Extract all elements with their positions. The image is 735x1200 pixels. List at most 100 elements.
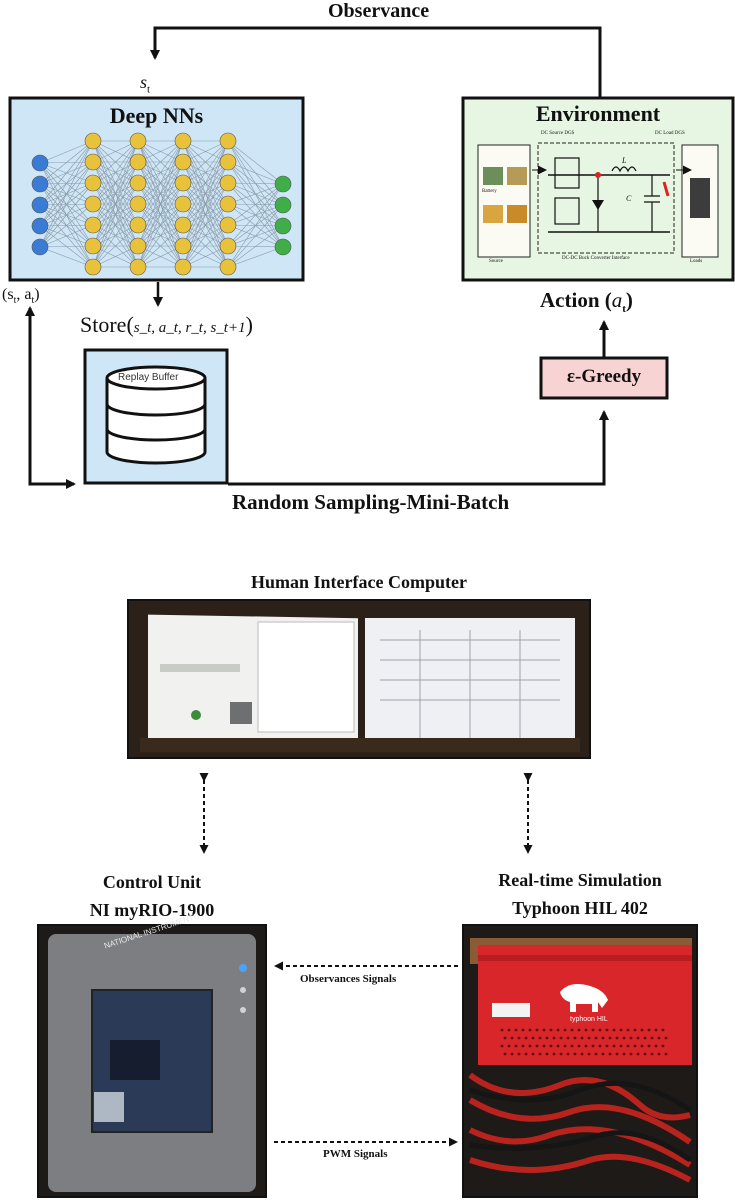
pwm-signal-label: PWM Signals: [323, 1148, 388, 1160]
nn-edge: [39, 140, 94, 206]
vent-hole: [549, 1028, 553, 1032]
vent-hole: [570, 1028, 574, 1032]
vent-hole: [664, 1052, 668, 1056]
vent-hole: [633, 1028, 637, 1032]
nn-edge: [39, 140, 94, 248]
observance-arrow: [150, 26, 602, 98]
vent-hole: [559, 1052, 563, 1056]
vent-hole: [664, 1036, 668, 1040]
nn-edge: [39, 161, 94, 248]
vent-hole: [650, 1052, 654, 1056]
simulation-model: Typhoon HIL 402: [512, 898, 648, 918]
vent-hole: [619, 1044, 623, 1048]
nn-edge: [92, 203, 139, 268]
vent-hole: [517, 1052, 521, 1056]
vent-hole: [580, 1052, 584, 1056]
nn-edge: [39, 140, 94, 185]
vent-hole: [556, 1044, 560, 1048]
replay-buffer-label: Replay Buffer: [118, 372, 179, 383]
vent-hole: [612, 1044, 616, 1048]
vent-hole: [528, 1044, 532, 1048]
vent-hole: [587, 1052, 591, 1056]
nn-node: [31, 154, 49, 172]
nn-edge: [39, 245, 94, 248]
nn-node: [84, 237, 102, 255]
sample-feedback-arrow: [25, 306, 72, 486]
vent-hole: [556, 1028, 560, 1032]
vent-hole: [566, 1036, 570, 1040]
nn-edge: [92, 224, 139, 268]
nn-node: [84, 258, 102, 276]
vent-hole: [507, 1028, 511, 1032]
nn-edge: [227, 204, 284, 268]
vent-hole: [643, 1052, 647, 1056]
nn-edge: [227, 161, 284, 185]
vent-hole: [552, 1036, 556, 1040]
nn-node: [274, 175, 292, 193]
vent-hole: [594, 1052, 598, 1056]
nn-node: [174, 216, 192, 234]
action-label: Action (at): [540, 288, 633, 315]
vent-hole: [570, 1044, 574, 1048]
vent-hole: [622, 1036, 626, 1040]
state-action-mid: , a: [16, 286, 32, 303]
vent-hole: [647, 1044, 651, 1048]
computer-photo: [127, 599, 591, 759]
state-action-label: (st, at): [2, 286, 40, 306]
nn-node: [219, 258, 237, 276]
vent-hole: [566, 1052, 570, 1056]
vent-hole: [528, 1028, 532, 1032]
vent-hole: [608, 1052, 612, 1056]
state-symbol: s: [140, 72, 148, 92]
vent-hole: [591, 1028, 595, 1032]
vent-hole: [640, 1028, 644, 1032]
vent-hole: [594, 1036, 598, 1040]
vent-hole: [661, 1044, 665, 1048]
myrio-photo: [37, 924, 267, 1198]
nn-edge: [92, 140, 139, 205]
simulation-title: Real-time Simulation: [498, 870, 662, 890]
deep-nn-title: Deep NNs: [109, 103, 204, 128]
vent-hole: [531, 1052, 535, 1056]
nn-node: [129, 195, 147, 213]
vent-hole: [510, 1036, 514, 1040]
nn-edge: [39, 246, 94, 268]
nn-edge: [227, 140, 284, 185]
nn-edge: [182, 203, 229, 268]
vent-hole: [542, 1044, 546, 1048]
sampling-label: Random Sampling-Mini-Batch: [232, 490, 510, 514]
env-capacitor-label: C: [626, 194, 632, 203]
vent-hole: [601, 1052, 605, 1056]
replay-buffer-drum-icon: [105, 365, 207, 465]
vent-hole: [563, 1044, 567, 1048]
nn-edge: [137, 140, 184, 205]
store-close: ): [245, 312, 253, 337]
vent-hole: [514, 1028, 518, 1032]
state-subscript: t: [147, 83, 151, 96]
nn-edge: [92, 140, 139, 226]
nn-node: [174, 132, 192, 150]
env-battery-label: Battery: [482, 189, 497, 194]
vent-hole: [503, 1052, 507, 1056]
nn-node: [84, 216, 102, 234]
nn-node: [31, 196, 49, 214]
state-action-open: (s: [2, 286, 14, 303]
nn-node: [174, 258, 192, 276]
computer-title: Human Interface Computer: [251, 572, 467, 592]
nn-node: [84, 132, 102, 150]
vent-hole: [531, 1036, 535, 1040]
nn-edge: [39, 140, 94, 164]
nn-edge: [182, 224, 229, 268]
vent-hole: [622, 1052, 626, 1056]
nn-node: [31, 238, 49, 256]
vent-hole: [636, 1036, 640, 1040]
vent-hole: [507, 1044, 511, 1048]
vent-hole: [626, 1028, 630, 1032]
vent-hole: [510, 1052, 514, 1056]
nn-node: [219, 237, 237, 255]
nn-node: [174, 195, 192, 213]
observance-label: Observance: [328, 0, 430, 22]
nn-edge: [137, 203, 184, 268]
nn-node: [174, 153, 192, 171]
